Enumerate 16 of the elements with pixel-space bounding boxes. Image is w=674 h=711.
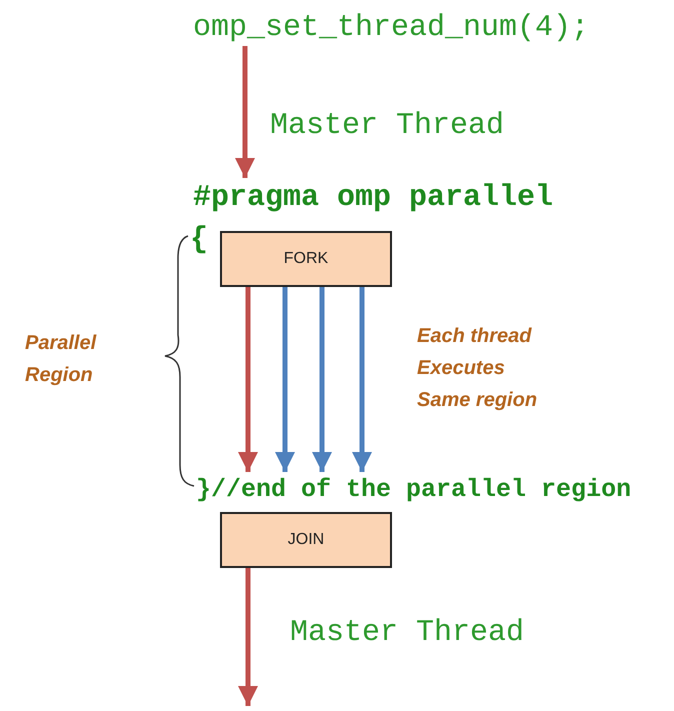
code-brace: { bbox=[190, 222, 210, 258]
arrow bbox=[238, 568, 258, 706]
arrow bbox=[312, 287, 332, 472]
arrow bbox=[275, 287, 295, 472]
process-box: FORK bbox=[220, 231, 392, 287]
arrow bbox=[238, 287, 258, 472]
arrow bbox=[352, 287, 372, 472]
process-box: JOIN bbox=[220, 512, 392, 568]
code-line: omp_set_thread_num(4); bbox=[193, 10, 618, 46]
annotation-text: Each thread Executes Same region bbox=[417, 324, 538, 413]
arrow bbox=[235, 46, 255, 178]
annotation-text: Parallel Region bbox=[25, 331, 98, 388]
edge-label: Master Thread bbox=[290, 615, 524, 651]
code-line: }//end of the parallel region bbox=[196, 474, 646, 506]
edge-label: Master Thread bbox=[270, 108, 504, 144]
code-line: #pragma omp parallel bbox=[193, 180, 588, 216]
